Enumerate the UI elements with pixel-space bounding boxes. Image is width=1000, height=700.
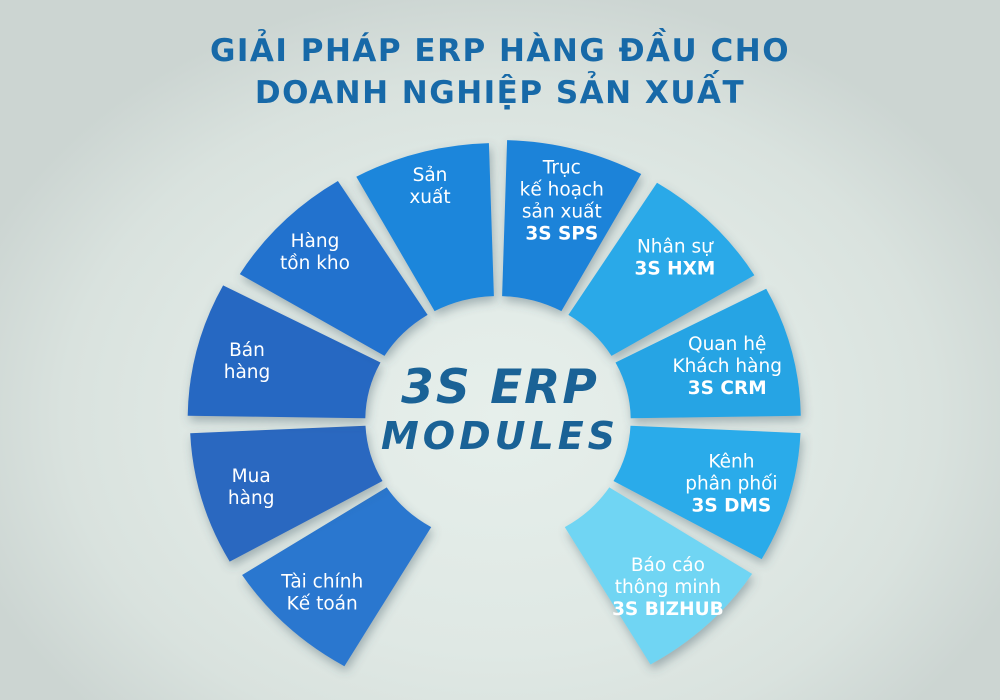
segment-ban-hang bbox=[187, 285, 381, 419]
segment-tai-chinh-ke-toan bbox=[242, 487, 432, 667]
segment-mua-hang bbox=[190, 425, 383, 562]
page-title: GIẢI PHÁP ERP HÀNG ĐẦU CHO DOANH NGHIỆP … bbox=[0, 30, 1000, 114]
segment-bao-cao-thong-minh bbox=[564, 487, 753, 665]
title-line-1: GIẢI PHÁP ERP HÀNG ĐẦU CHO bbox=[209, 33, 791, 69]
segment-truc-ke-hoach-san-xuat bbox=[502, 140, 642, 312]
center-subtitle: MODULES bbox=[380, 414, 620, 458]
segment-quan-he-khach-hang bbox=[615, 288, 801, 419]
segment-nhan-su bbox=[568, 182, 755, 356]
center-label: 3S ERP MODULES bbox=[0, 360, 1000, 459]
segment-kenh-phan-phoi bbox=[613, 425, 801, 560]
title-line-2: DOANH NGHIỆP SẢN XUẤT bbox=[254, 75, 746, 111]
segment-san-xuat bbox=[356, 143, 494, 312]
segment-hang-ton-kho bbox=[239, 181, 428, 356]
center-title: 3S ERP bbox=[401, 360, 599, 415]
